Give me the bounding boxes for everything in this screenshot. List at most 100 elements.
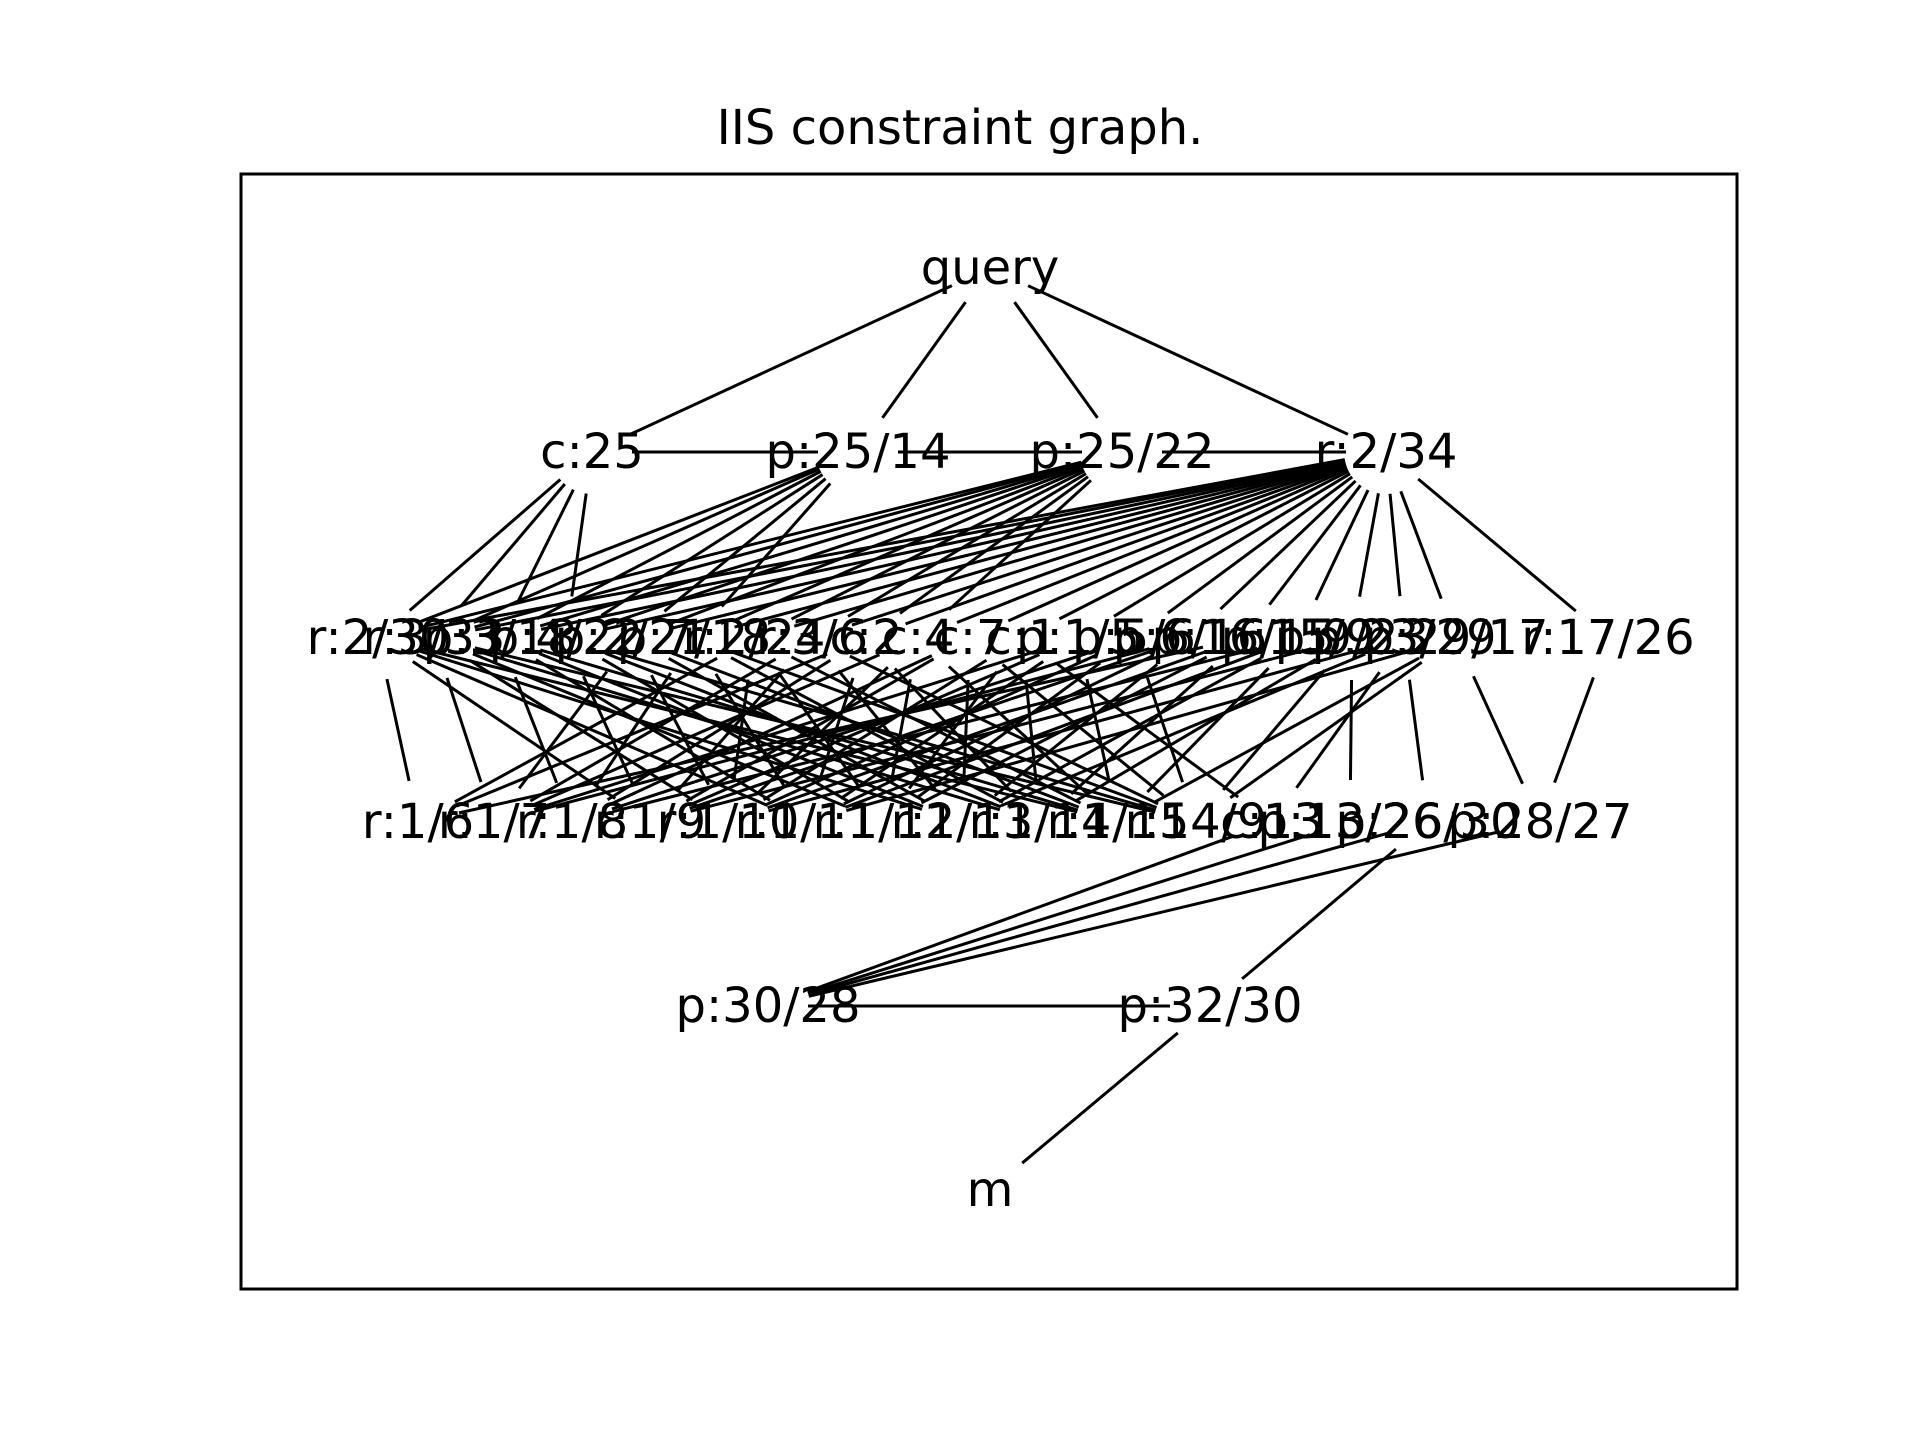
edge-p6_16-r1_9 bbox=[689, 650, 1151, 810]
edge-query-p25_22 bbox=[1013, 301, 1099, 419]
edge-c25-p4_22 bbox=[570, 493, 588, 597]
edge-r3_33-r1_10 bbox=[468, 659, 694, 801]
edge-r2_34-p5_6 bbox=[1166, 475, 1354, 615]
edge-p25_22-r2_30 bbox=[418, 460, 1082, 630]
node-c2: c:2 bbox=[829, 610, 902, 666]
edge-r2_34-c2 bbox=[905, 464, 1347, 626]
edge-p23_29-r1_10 bbox=[768, 647, 1364, 813]
node-p32_30: p:32/30 bbox=[1118, 978, 1303, 1034]
edge-r17_26-p28_27 bbox=[1553, 676, 1595, 784]
edge-p25_22-c2 bbox=[899, 475, 1089, 615]
plot-frame bbox=[239, 172, 1739, 1291]
node-p29_17: p:29/17 bbox=[1364, 610, 1549, 666]
node-p25_14: p:25/14 bbox=[766, 424, 951, 480]
node-r2_24: r:2/24 bbox=[683, 610, 826, 666]
edge-p25_14-r3_33 bbox=[471, 467, 821, 623]
edge-p28_27-p30_28 bbox=[808, 830, 1500, 998]
edge-p1_5-r1_9 bbox=[687, 653, 1041, 807]
edge-r2_34-p3_18 bbox=[540, 459, 1346, 631]
edge-p13_26-p30_28 bbox=[807, 833, 1311, 995]
node-p16_15: p:16/15 bbox=[1152, 610, 1337, 666]
edge-r2_30-r1_13 bbox=[417, 649, 923, 811]
node-p1_5: p:1/5 bbox=[1016, 610, 1140, 666]
node-r3_6: r:3/6 bbox=[756, 610, 868, 666]
edge-r2_34-p4_22 bbox=[606, 459, 1346, 631]
edge-p25_14-r2_30 bbox=[416, 465, 820, 625]
edge-p26_30-p30_28 bbox=[808, 831, 1388, 997]
edge-c25-p3_18 bbox=[517, 488, 575, 602]
edge-r3_33-r1_7 bbox=[445, 677, 483, 783]
node-p2_21: p:2/21 bbox=[555, 610, 709, 666]
edge-p29_17-r14_9 bbox=[1229, 661, 1423, 799]
node-c1: c:1 bbox=[985, 610, 1058, 666]
node-p15_9: p:15/9 bbox=[1221, 610, 1375, 666]
node-r2_30: r:2/30 bbox=[307, 610, 450, 666]
edge-c1-r1_10 bbox=[762, 659, 988, 801]
node-r3_33: r:3/33 bbox=[363, 610, 506, 666]
node-r1_8: r:1/8 bbox=[516, 794, 628, 850]
edge-c25-r2_30 bbox=[408, 478, 562, 612]
edge-r2_30-r1_9 bbox=[411, 660, 617, 800]
edge-p4_22-r1_12 bbox=[601, 657, 849, 803]
edge-p16_15-r1_10 bbox=[767, 650, 1205, 810]
edge-r3_6-r1_7 bbox=[529, 657, 777, 803]
edge-p25_14-p3_18 bbox=[536, 470, 822, 620]
edge-r2_34-c1 bbox=[1058, 469, 1350, 621]
edge-c4-r1_10 bbox=[757, 666, 889, 794]
edge-r2_24-r1_6 bbox=[454, 656, 718, 804]
node-r1_6: r:1/6 bbox=[362, 794, 474, 850]
edge-query-c25 bbox=[629, 284, 953, 436]
edge-p15_9-r1_15 bbox=[1146, 666, 1270, 794]
node-r1_15: r:1/15 bbox=[1047, 794, 1190, 850]
edge-r3_33-r1_12 bbox=[472, 652, 846, 808]
graph-edges bbox=[385, 284, 1595, 1165]
node-r14_9: r:14/9 bbox=[1125, 794, 1268, 850]
edge-r2_34-c4 bbox=[956, 466, 1348, 624]
edge-r2_34-p9_23 bbox=[1358, 493, 1380, 597]
figure-title: IIS constraint graph. bbox=[716, 100, 1204, 156]
edge-p32_30-m bbox=[1021, 1031, 1179, 1165]
edge-p1_5-r1_7 bbox=[533, 649, 1039, 811]
edge-r2_34-p1_5 bbox=[1113, 472, 1351, 618]
node-m: m bbox=[967, 1162, 1014, 1218]
node-c4: c:4 bbox=[881, 610, 954, 666]
edge-p25_22-c4 bbox=[948, 479, 1092, 611]
edge-p5_6-r1_8 bbox=[611, 649, 1095, 811]
edge-p29_17-r1_15 bbox=[1154, 656, 1420, 804]
node-r1_9: r:1/9 bbox=[594, 794, 706, 850]
edge-p23_29-c13 bbox=[1295, 671, 1381, 789]
edge-p26_30-p32_30 bbox=[1241, 847, 1397, 981]
node-p9_23: p:9/23 bbox=[1275, 610, 1429, 666]
edge-p9_23-r1_9 bbox=[690, 647, 1312, 813]
node-p6_16: p:6/16 bbox=[1113, 610, 1267, 666]
edge-query-p25_14 bbox=[881, 301, 967, 419]
node-p23_29: p:23/29 bbox=[1312, 610, 1497, 666]
node-p26_30: p:26/30 bbox=[1336, 794, 1521, 850]
node-r1_7: r:1/7 bbox=[438, 794, 550, 850]
node-p25_22: p:25/22 bbox=[1030, 424, 1215, 480]
edge-r2_34-r3_6 bbox=[851, 463, 1347, 627]
edge-p16_15-r1_14 bbox=[1070, 665, 1214, 795]
node-p5_6: p:5/6 bbox=[1072, 610, 1196, 666]
edge-p2_21-r1_13 bbox=[667, 657, 927, 803]
edge-query-r2_34 bbox=[1027, 284, 1349, 436]
node-p7_18: p:7/18 bbox=[617, 610, 771, 666]
edge-r2_34-p23_29 bbox=[1388, 493, 1402, 597]
edge-r2_34-p2_21 bbox=[672, 460, 1346, 630]
edge-r2_34-r2_24 bbox=[793, 462, 1347, 628]
edge-p4_22-r1_14 bbox=[604, 651, 1002, 809]
edge-p29_17-r1_11 bbox=[846, 647, 1416, 813]
edge-r2_30-r1_6 bbox=[385, 678, 411, 782]
node-c13: c:13 bbox=[1220, 794, 1324, 850]
edge-c25-r3_33 bbox=[460, 483, 566, 607]
edge-r2_34-r3_33 bbox=[474, 458, 1346, 632]
edge-p5_6-r14_9 bbox=[1145, 677, 1185, 783]
edge-c4-r1_12 bbox=[890, 679, 912, 781]
edge-p4_22-r14_9 bbox=[605, 648, 1157, 812]
edge-c2-r1_6 bbox=[456, 652, 828, 808]
node-c25: c:25 bbox=[540, 424, 644, 480]
edge-c13-p30_28 bbox=[806, 834, 1234, 994]
node-r1_11: r:1/11 bbox=[735, 794, 878, 850]
